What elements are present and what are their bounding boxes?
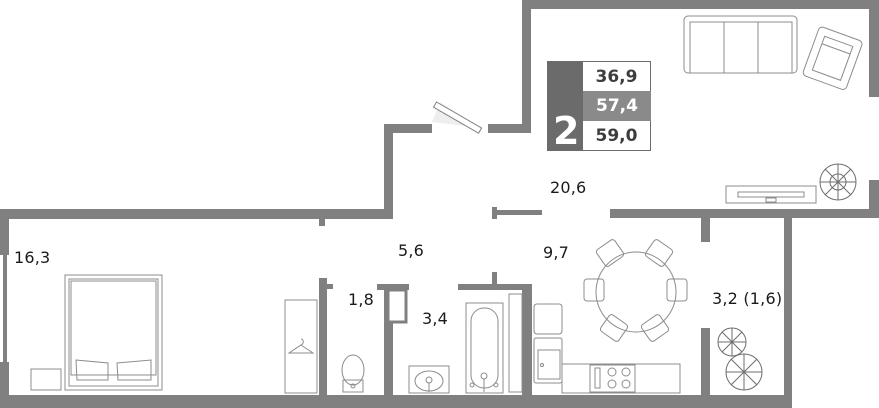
- plant-icon: [819, 163, 857, 201]
- sink-icon: [408, 365, 450, 394]
- nightstand-icon: [30, 368, 62, 391]
- bath-shelf-icon: [508, 293, 523, 393]
- living-area: 36,9: [583, 61, 651, 91]
- kitchen-area: 9,7: [543, 243, 570, 262]
- bed-icon: [64, 274, 163, 391]
- room-count: 2: [553, 109, 580, 153]
- tv-stand-icon: [725, 185, 817, 204]
- sofa-icon: [683, 15, 798, 74]
- apartment-summary-badge: 2 36,9 57,4 59,0: [547, 61, 651, 151]
- kitchen-sink-icon: [533, 337, 563, 384]
- living-room-area: 20,6: [550, 178, 587, 197]
- fridge-icon: [533, 303, 563, 335]
- total-area-with-balcony: 59,0: [583, 121, 651, 151]
- furniture: [30, 15, 863, 394]
- bathroom-area: 3,4: [422, 309, 449, 328]
- bedroom-area: 16,3: [14, 248, 51, 267]
- stove-icon: [589, 364, 636, 393]
- bathtub-icon: [465, 302, 504, 394]
- balcony-area: 3,2 (1,6): [712, 289, 783, 308]
- entrance-door: [432, 101, 483, 134]
- balcony-plant-icon: [717, 327, 763, 391]
- total-area: 57,4: [583, 91, 651, 121]
- wardrobe-icon: [284, 299, 318, 394]
- dining-table-icon: [583, 239, 688, 342]
- toilet-area: 1,8: [348, 290, 375, 309]
- kitchen-counter-icon: [561, 363, 681, 394]
- hallway-area: 5,6: [398, 241, 425, 260]
- toilet-icon: [341, 354, 365, 393]
- room-count-box: 2: [547, 61, 583, 151]
- armchair-icon: [802, 26, 863, 90]
